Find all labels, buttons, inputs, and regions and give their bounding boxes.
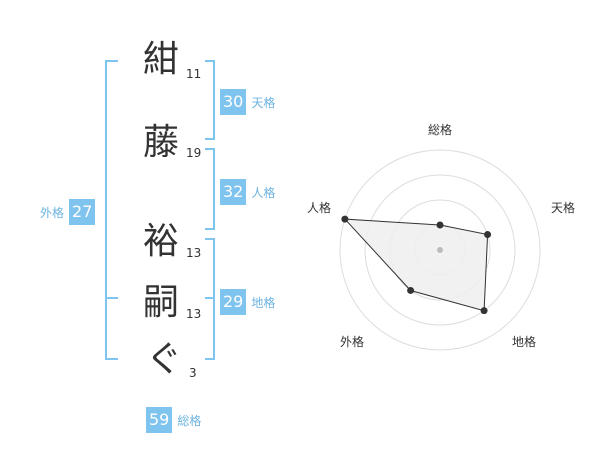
gaikaku-score: 外格 27 <box>40 199 96 225</box>
chikaku-score: 29 地格 <box>220 289 275 315</box>
radar-grid-ring <box>339 149 541 351</box>
name-char-2: 藤 <box>143 122 180 163</box>
radar-label-tenkaku: 天格 <box>551 201 576 215</box>
stroke-count-4: 13 <box>186 307 202 321</box>
tenkaku-score: 30 天格 <box>220 89 275 115</box>
tenkaku-value: 30 <box>220 89 247 115</box>
radar-point-1 <box>436 221 444 229</box>
radar-point-3 <box>480 307 488 315</box>
radar-points <box>341 215 492 315</box>
gaikaku-bracket <box>105 60 118 360</box>
radar-label-chikaku: 地格 <box>512 335 537 349</box>
radar-center-dot <box>437 247 443 253</box>
radar-label-soukaku: 総格 <box>428 123 453 137</box>
name-char-5: ぐ <box>146 339 183 380</box>
radar-grid-ring <box>364 174 516 326</box>
soukaku-label: 総格 <box>177 413 202 428</box>
stroke-count-3: 13 <box>186 246 202 260</box>
gaikaku-label: 外格 <box>40 205 65 220</box>
stroke-count-2: 19 <box>186 146 202 160</box>
name-char-1: 紺 <box>143 39 180 80</box>
radar-point-2 <box>484 231 492 239</box>
jinkaku-label: 人格 <box>251 185 276 200</box>
jinkaku-bracket <box>205 148 215 230</box>
name-char-3: 裕 <box>143 221 180 262</box>
jinkaku-value: 32 <box>220 179 247 205</box>
stroke-count-1: 11 <box>186 67 202 81</box>
gaikaku-value: 27 <box>69 199 96 225</box>
tenkaku-bracket <box>205 60 215 140</box>
radar-label-jinkaku: 人格 <box>307 201 332 215</box>
radar-point-4 <box>407 286 415 294</box>
radar-area <box>343 218 489 312</box>
soukaku-score: 59 総格 <box>146 407 201 433</box>
soukaku-value: 59 <box>146 407 173 433</box>
radar-point-5 <box>341 215 349 223</box>
name-char-4: 嗣 <box>143 282 180 323</box>
jinkaku-score: 32 人格 <box>220 179 275 205</box>
chikaku-label: 地格 <box>251 295 276 310</box>
tenkaku-label: 天格 <box>251 95 276 110</box>
stroke-count-5: 3 <box>189 366 197 380</box>
chikaku-value: 29 <box>220 289 247 315</box>
radar-label-gaikaku: 外格 <box>340 335 365 349</box>
